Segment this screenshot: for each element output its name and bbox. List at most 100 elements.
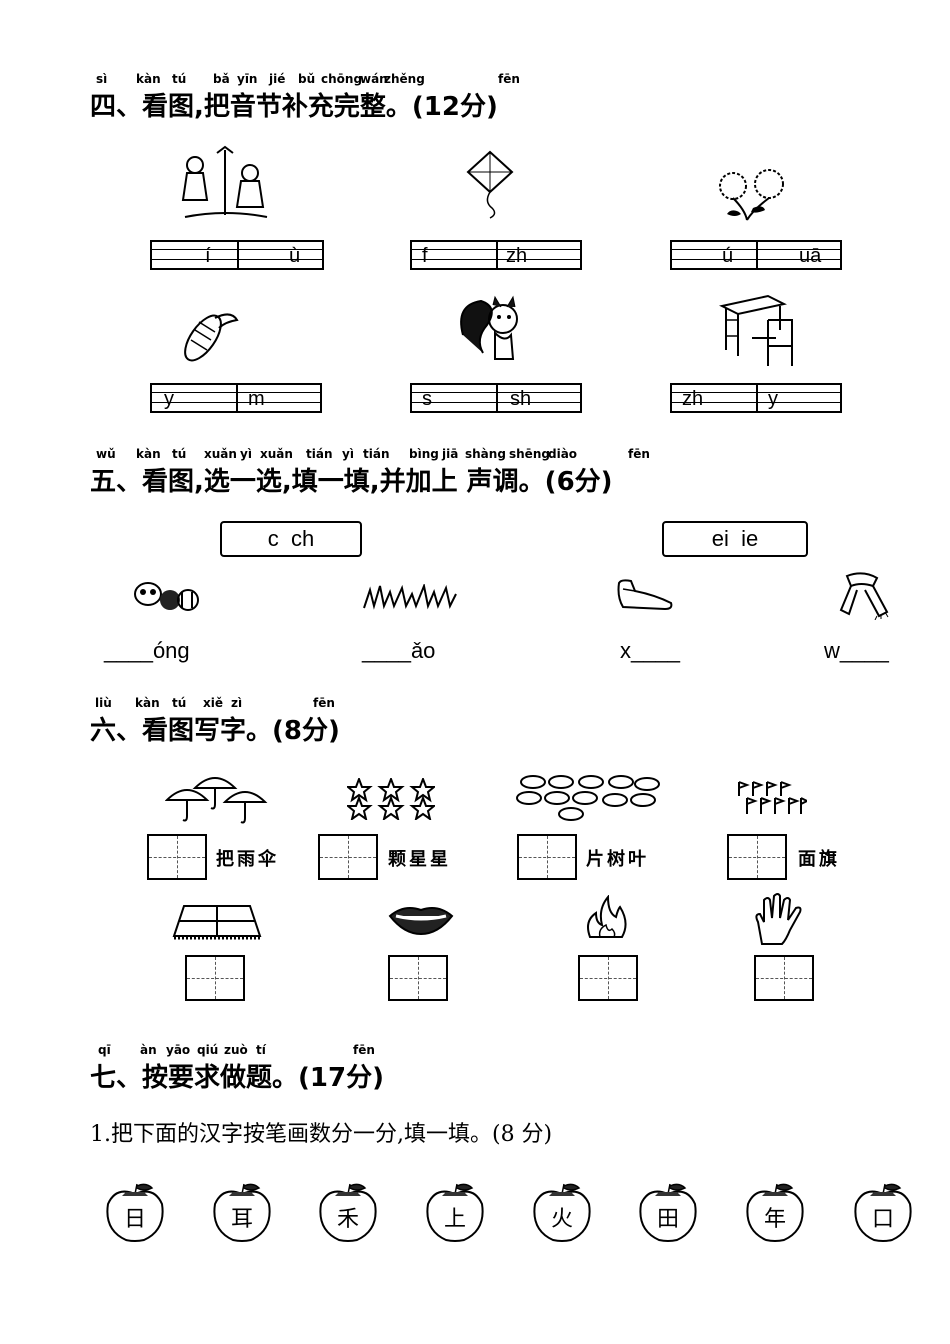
pinyin: yì [240,447,252,461]
pinyin: kàn [135,696,160,710]
pinyin: diào [548,447,578,461]
fill-blank[interactable]: w____ [824,638,889,663]
apple-character-card[interactable]: 口 [852,1182,914,1244]
given-letter: m [248,388,265,410]
apple-icon [319,1183,377,1242]
pinyin: yì [342,447,354,461]
leaves-icon [516,775,660,821]
apple-character-card[interactable]: 上 [424,1182,486,1244]
apple-character-card[interactable]: 日 [104,1182,166,1244]
pinyin: shēng [509,447,550,461]
children-planting-tree-illustration [181,145,268,218]
pinyin: jié [269,72,286,86]
apple-icon [533,1183,591,1242]
stars-icon [347,778,435,820]
pinyin: fēn [498,72,520,86]
given-letter: í [205,245,211,267]
pinyin: kàn [136,447,161,461]
flags-icon [738,781,807,814]
apple-icon [106,1183,164,1242]
apple-character-card[interactable]: 年 [744,1182,806,1244]
writing-box[interactable] [727,834,787,880]
fill-blank[interactable]: ____ǎo [362,638,436,663]
hand-icon [755,893,802,945]
fill-blank[interactable]: x____ [620,638,680,663]
writing-box[interactable] [517,834,577,880]
apple-character: 田 [656,1207,679,1232]
section-5-title: 五、看图,选一选,填一填,并加上 声调。(6分) [90,467,613,497]
grass-icon [363,584,457,610]
writing-box[interactable] [185,955,245,1001]
task-1-instruction: 1.把下面的汉字按笔画数分一分,填一填。(8 分) [90,1122,553,1147]
pinyin: bìng [409,447,439,461]
given-letter: uā [799,245,822,267]
caterpillar-icon [134,582,199,611]
given-letter: ú [722,245,734,267]
section-4-title: 四、看图,把音节补充完整。(12分) [90,92,498,122]
desk-and-chair-icon [719,294,793,366]
umbrellas-icon [165,777,268,824]
given-letter: f [422,245,428,267]
apple-character-card[interactable]: 田 [637,1182,699,1244]
writing-box[interactable] [578,955,638,1001]
pinyin: fēn [313,696,335,710]
section-7-title: 七、按要求做题。(17分) [90,1063,384,1093]
choice-box-finals: ei ie [662,521,808,557]
mouth-icon [388,907,454,936]
apple-character-card[interactable]: 耳 [211,1182,273,1244]
given-letter: ù [289,245,301,267]
given-letter: y [768,388,778,410]
corn-icon [184,313,239,362]
pinyin: tú [172,696,187,710]
pinyin: tú [172,72,187,86]
fill-blank[interactable]: ____óng [104,638,190,663]
pinyin: zì [231,696,243,710]
field-icon [172,905,262,940]
section-6-title: 六、看图写字。(8分) [90,716,340,746]
pinyin: zuò [224,1043,248,1057]
given-letter: s [422,388,432,410]
pinyin: tián [306,447,333,461]
given-letter: y [164,388,174,410]
writing-box[interactable] [318,834,378,880]
apple-character: 日 [123,1207,146,1232]
shoes-icon [617,579,673,611]
writing-box[interactable] [754,955,814,1001]
apple-character: 火 [550,1207,573,1232]
pinyin-writing-grid: s sh [410,383,582,413]
writing-box[interactable] [388,955,448,1001]
measure-phrase: 颗星星 [388,849,451,870]
pinyin: àn [140,1043,157,1057]
pinyin-writing-grid: ú uā [670,240,842,270]
pinyin: xiě [203,696,223,710]
apple-character: 年 [763,1207,786,1232]
pinyin: wǔ [96,447,116,461]
fire-icon [587,895,627,938]
pinyin-writing-grid: y m [150,383,322,413]
pinyin: qiú [197,1043,219,1057]
pinyin: bǔ [298,72,316,86]
pinyin: fēn [628,447,650,461]
kite-icon [466,150,514,219]
pinyin: liù [95,696,112,710]
pinyin: xuǎn [260,447,293,461]
measure-phrase: 把雨伞 [216,849,279,870]
pinyin-writing-grid: f zh [410,240,582,270]
pinyin: tián [363,447,390,461]
pinyin: tí [256,1043,266,1057]
apple-icon [426,1183,484,1242]
pinyin: yīn [237,72,258,86]
apple-character-card[interactable]: 火 [531,1182,593,1244]
pinyin: zhěng [384,72,425,86]
writing-box[interactable] [147,834,207,880]
apple-character-card[interactable]: 禾 [317,1182,379,1244]
pinyin: wán [360,72,388,86]
pinyin: jiā [442,447,459,461]
pinyin: xuǎn [204,447,237,461]
measure-phrase: 片树叶 [586,849,649,870]
given-letter: zh [506,245,528,267]
pinyin: bǎ [213,72,230,86]
given-letter: zh [682,388,704,410]
apple-character: 口 [871,1207,894,1232]
pinyin-writing-grid: í ù [150,240,324,270]
